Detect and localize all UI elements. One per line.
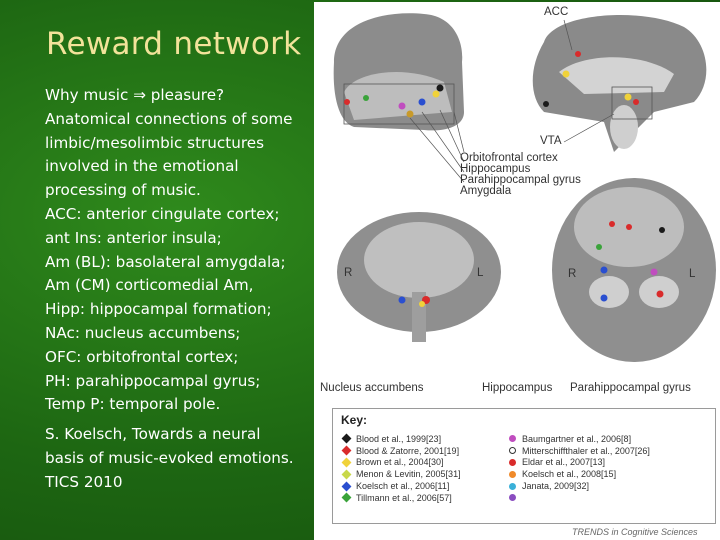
slide-title: Reward network	[46, 26, 302, 62]
body-line: NAc: nucleus accumbens;	[45, 323, 241, 342]
brain-figure: ACC VTA Orbitofrontal cortex Hippocampus…	[314, 2, 720, 540]
label-hippocampus-top: Hippocampus	[460, 163, 531, 175]
label-acc: ACC	[544, 6, 569, 18]
diamond-icon	[341, 492, 352, 503]
key-item: Mitterschiffthaler et al., 2007[26]	[509, 445, 650, 457]
body-line: Anatomical connections of some	[45, 109, 293, 128]
key-title: Key:	[341, 413, 368, 427]
label-nucleus-accumbens: Nucleus accumbens	[320, 382, 424, 394]
body-line: PH: parahippocampal gyrus;	[45, 371, 261, 390]
label-vta: VTA	[540, 135, 562, 147]
diamond-icon	[341, 457, 352, 468]
body-line: involved in the emotional	[45, 157, 239, 176]
label-axial-l: L	[689, 268, 696, 280]
key-column-left: Blood et al., 1999[23] Blood & Zatorre, …	[341, 433, 461, 504]
diamond-icon	[341, 469, 352, 480]
key-column-right: Baumgartner et al., 2006[8] Mitterschiff…	[509, 433, 650, 504]
key-item: Eldar et al., 2007[13]	[509, 457, 650, 469]
region-markers-sagittal	[344, 51, 639, 118]
body-line: Am (CM) corticomedial Am,	[45, 276, 254, 295]
body-line: Temp P: temporal pole.	[45, 395, 221, 414]
sagittal-brain-left	[333, 13, 464, 131]
key-item: Koelsch et al., 2008[15]	[509, 468, 650, 480]
label-hippocampus-bottom: Hippocampus	[482, 382, 553, 394]
label-axial-r: R	[568, 268, 577, 280]
citation-line: TICS 2010	[45, 472, 123, 491]
circle-icon	[509, 435, 516, 443]
circle-icon	[509, 470, 516, 478]
slide-body: Why music ⇒ pleasure? Anatomical connect…	[45, 84, 320, 495]
body-line: Why music ⇒ pleasure?	[45, 86, 225, 104]
key-legend: Key: Blood et al., 1999[23] Blood & Zato…	[332, 408, 716, 524]
key-item: Menon & Levitin, 2005[31]	[341, 468, 461, 480]
key-item: Koelsch et al., 2006[11]	[341, 480, 461, 492]
body-line: Hipp: hippocampal formation;	[45, 300, 272, 319]
key-item: Blood & Zatorre, 2001[19]	[341, 445, 461, 457]
circle-icon	[509, 482, 516, 490]
body-line: processing of music.	[45, 181, 201, 200]
body-line: ACC: anterior cingulate cortex;	[45, 204, 280, 223]
circle-icon	[509, 447, 516, 455]
citation-line: basis of music-evoked emotions.	[45, 448, 294, 467]
axial-brain	[552, 178, 716, 362]
key-item: Blood et al., 1999[23]	[341, 433, 461, 445]
body-line: Am (BL): basolateral amygdala;	[45, 252, 286, 271]
sagittal-brain-right	[532, 14, 707, 152]
brain-illustration	[333, 13, 716, 362]
diamond-icon	[341, 433, 352, 444]
key-item: Tillmann et al., 2006[57]	[341, 492, 461, 504]
body-line: ant Ins: anterior insula;	[45, 228, 222, 247]
key-item: Baumgartner et al., 2006[8]	[509, 433, 650, 445]
coronal-brain	[337, 212, 501, 342]
citation-line: S. Koelsch, Towards a neural	[45, 425, 261, 444]
key-item: Brown et al., 2004[30]	[341, 457, 461, 469]
key-item: Janata, 2009[32]	[509, 480, 650, 492]
diamond-icon	[341, 481, 352, 492]
label-parahippocampal-bottom: Parahippocampal gyrus	[570, 382, 691, 394]
label-parahippocampal-top: Parahippocampal gyrus	[460, 174, 581, 186]
diamond-icon	[341, 445, 352, 456]
label-amygdala: Amygdala	[460, 185, 512, 197]
label-coronal-l: L	[477, 267, 484, 279]
circle-icon	[509, 458, 516, 466]
journal-credit: TRENDS in Cognitive Sciences	[572, 527, 698, 537]
body-line: limbic/mesolimbic structures	[45, 133, 265, 152]
key-item	[509, 492, 650, 504]
leader-lines	[409, 19, 615, 183]
body-line: OFC: orbitofrontal cortex;	[45, 347, 239, 366]
label-orbitofrontal: Orbitofrontal cortex	[460, 152, 558, 164]
circle-icon	[509, 494, 516, 502]
label-coronal-r: R	[344, 267, 353, 279]
